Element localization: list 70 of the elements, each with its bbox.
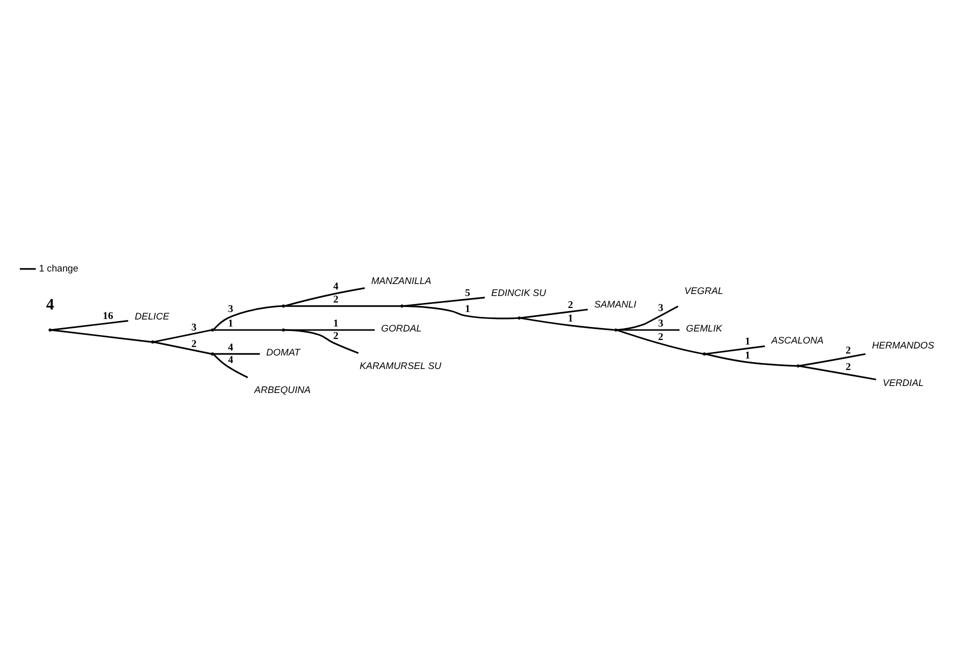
connector: [617, 328, 680, 330]
node-text: ASCALONA: [771, 335, 824, 346]
edge-label: 2: [568, 299, 574, 310]
node-text: ARBEQUINA: [254, 384, 311, 396]
edge-label: 16: [102, 310, 114, 322]
connector: [154, 340, 212, 354]
node-text: DOMAT: [266, 347, 300, 358]
node-text: HERMANDOS: [872, 340, 934, 351]
edge-label: 2: [191, 338, 197, 350]
connector: [520, 308, 588, 318]
connector: [706, 352, 797, 366]
legend-label: 1 change: [38, 262, 78, 274]
node-text: SAMANLI: [594, 299, 636, 310]
connector: [799, 352, 866, 366]
edge-label: 1: [228, 318, 234, 329]
edge-label: 3: [658, 302, 664, 314]
node-point: [282, 328, 285, 332]
connector: [154, 328, 212, 342]
node-point: [48, 328, 52, 332]
edge-label: 5: [464, 288, 470, 299]
connector: [214, 328, 282, 330]
connector: [51, 320, 128, 330]
node-text: GORDAL: [381, 323, 422, 334]
connector: [284, 286, 365, 306]
edge-label: 4: [228, 342, 234, 353]
connector: [284, 328, 375, 330]
edge-label: 1: [745, 336, 750, 348]
edge-label: 3: [228, 303, 234, 314]
edge-label: 4: [333, 281, 339, 292]
node-point: [518, 316, 521, 320]
connector: [213, 353, 248, 378]
connector: [214, 352, 260, 354]
edge-label: 2: [333, 294, 339, 305]
node-text: GEMLIK: [686, 323, 722, 334]
edge-label: 3: [191, 322, 197, 333]
node-point: [210, 352, 214, 355]
edge-label: 2: [658, 331, 664, 342]
node-point: [702, 352, 706, 355]
node-text: VERDIAL: [882, 377, 924, 388]
edge-label: 1: [745, 350, 750, 361]
node-text: KARAMURSEL SU: [360, 360, 442, 372]
edge-label: 1: [464, 303, 470, 314]
label: 4: [46, 296, 54, 313]
node-text: DELICE: [134, 311, 170, 322]
connector: [799, 364, 876, 380]
connector: [284, 304, 400, 306]
connector: [213, 304, 282, 330]
connector: [284, 328, 359, 354]
edge-label: 1: [333, 318, 339, 329]
node-text: EDINCIK SU: [491, 287, 546, 298]
connector: [403, 296, 485, 306]
edge-label: 3: [658, 318, 664, 329]
node-point: [151, 340, 154, 344]
edge-label: 4: [228, 354, 234, 366]
connector: [403, 304, 518, 319]
edge-label: 2: [846, 344, 851, 356]
edge-label: 1: [568, 313, 574, 324]
node-text: VEGRAL: [684, 286, 724, 297]
node-text: MANZANILLA: [371, 275, 432, 286]
connector: [616, 328, 704, 354]
node-point: [400, 304, 404, 308]
node-point: [614, 328, 618, 332]
node-point: [796, 364, 800, 367]
connector: [706, 344, 765, 354]
node-point: [282, 304, 285, 308]
connector: [520, 316, 614, 330]
node-point: [210, 328, 214, 332]
edge-label: 2: [846, 362, 851, 373]
connector: [51, 328, 152, 342]
edge-label: 2: [333, 330, 339, 342]
